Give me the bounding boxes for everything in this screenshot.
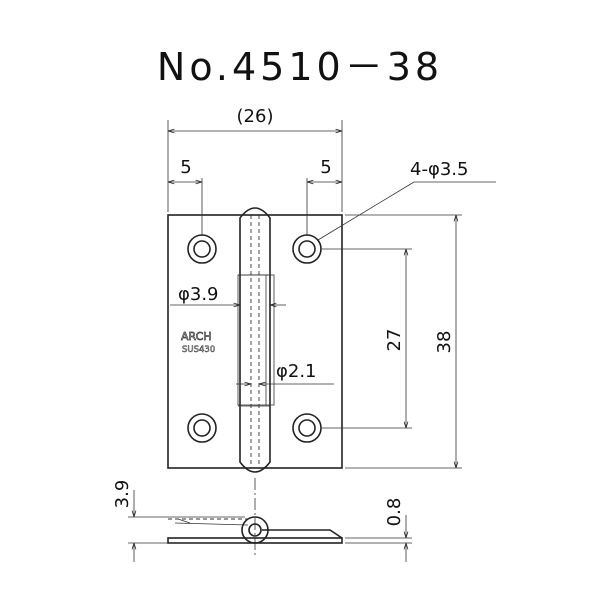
- hole-top-left: [187, 234, 217, 264]
- dimension-hole-spec: 4-φ3.5: [317, 159, 496, 241]
- dimension-overall-height: 38: [345, 214, 462, 469]
- brand-stamp: ARCH: [181, 330, 212, 343]
- dimension-side-thickness: 3.9: [112, 480, 245, 562]
- dimension-pin-diameter: φ2.1: [236, 361, 334, 384]
- hole-bottom-right: [292, 413, 322, 443]
- plate-thickness-label: 0.8: [384, 498, 405, 527]
- dimension-knuckle-diameter: φ3.9: [170, 284, 286, 305]
- hinge-outline: [167, 214, 343, 469]
- side-thickness-label: 3.9: [112, 480, 133, 509]
- knuckle-diameter-label: φ3.9: [178, 284, 219, 305]
- hole-offset-right-label: 5: [320, 157, 331, 178]
- hole-bottom-left: [187, 413, 217, 443]
- dimension-hole-offsets: 5 5: [168, 157, 342, 236]
- dimension-hole-pitch: 27: [322, 248, 412, 429]
- hole-pitch-label: 27: [384, 329, 405, 352]
- drawing-title: No.4510－38: [156, 45, 444, 89]
- hole-offset-left-label: 5: [180, 157, 191, 178]
- hinge-knuckle: [239, 207, 271, 473]
- overall-width-label: (26): [237, 106, 274, 127]
- hole-spec-label: 4-φ3.5: [410, 159, 468, 180]
- side-view-knuckle: [241, 516, 269, 544]
- hinge-front-view: [167, 207, 343, 473]
- material-stamp: SUS430: [182, 345, 215, 355]
- overall-height-label: 38: [434, 331, 455, 354]
- dimension-overall-width: (26): [167, 106, 343, 212]
- hole-top-right: [292, 234, 322, 264]
- dimension-plate-thickness: 0.8: [345, 498, 412, 562]
- pin-diameter-label: φ2.1: [276, 361, 317, 382]
- hinge-side-view: [167, 478, 343, 555]
- knuckle-joint-region: [237, 274, 275, 406]
